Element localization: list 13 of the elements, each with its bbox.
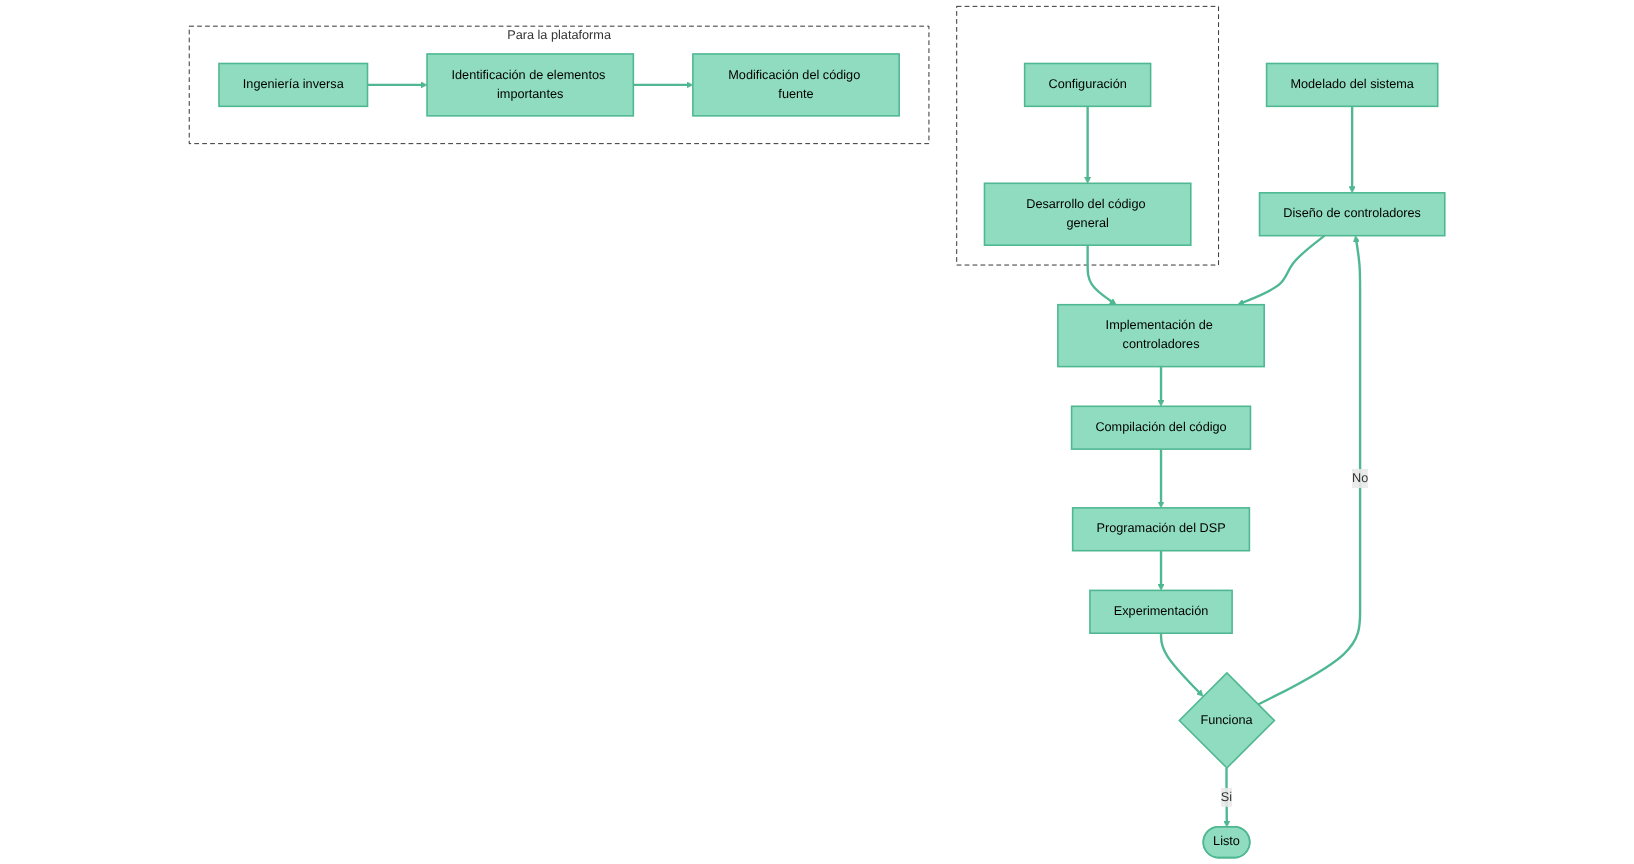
arrow: [1159, 633, 1204, 697]
arrow: [1348, 106, 1356, 194]
arrow: [1237, 234, 1326, 306]
arrow: [1157, 449, 1165, 509]
arrow: [1086, 245, 1117, 306]
arrow: [1157, 366, 1165, 407]
arrow: [633, 81, 694, 89]
arrow: [367, 81, 428, 89]
arrow: [1257, 235, 1362, 706]
arrow: [1084, 106, 1092, 184]
arrow: [1223, 768, 1231, 828]
cluster: [956, 5, 1219, 266]
arrow: [1157, 550, 1165, 591]
